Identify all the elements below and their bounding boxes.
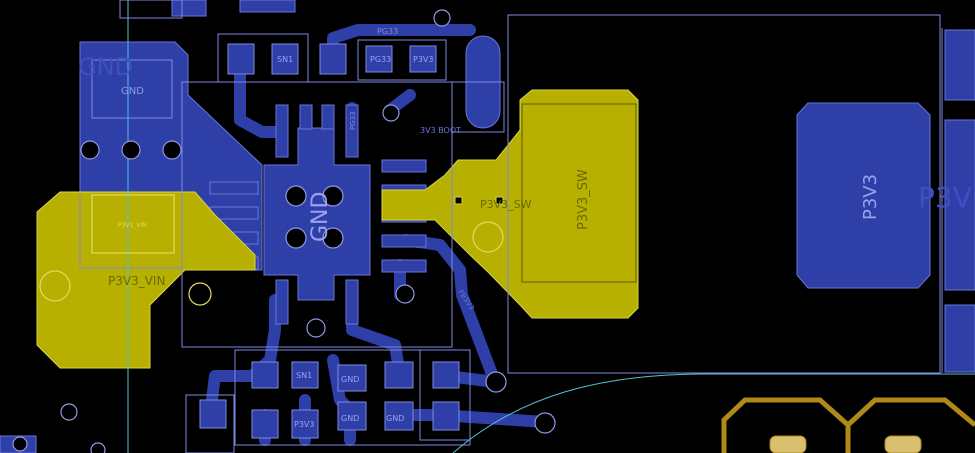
gnd-bottom-3-label: GND — [386, 414, 404, 423]
p3v3-sw-small-label: P3V3_SW — [480, 198, 532, 211]
gnd-center-label: GND — [308, 192, 333, 242]
connector-pads — [199, 43, 460, 439]
pg33-pin-label: PG33 — [370, 55, 391, 64]
gold-pads — [769, 435, 922, 453]
sw-inductor-outline — [91, 103, 637, 283]
pg33-header-label: PG33 — [377, 27, 398, 36]
silkscreen-bottom-right — [721, 397, 975, 453]
p3v3-sw-pour — [381, 89, 639, 319]
gnd-bottom-2-label: GND — [341, 414, 359, 423]
gnd-pad-label: GND — [121, 86, 144, 97]
vias — [12, 9, 556, 453]
p3v3-vin-label: P3V3_VIN — [108, 274, 165, 288]
p3v3-edge-label: P3V — [918, 181, 972, 214]
boot-label: 3V3 BOOT — [420, 126, 461, 135]
right-edge-pad-2 — [944, 119, 975, 291]
p3v3-pad-label: P3V3 — [860, 174, 881, 220]
right-edge-pad-1 — [944, 29, 975, 101]
board-edge — [127, 0, 975, 453]
top-strip-2 — [239, 0, 296, 13]
ic-ground-pad — [263, 127, 371, 301]
p3v3-pad — [796, 102, 931, 289]
pg33-vertical-label: PG33 — [349, 111, 357, 130]
sw-via-markers — [454, 196, 504, 205]
sn1-top-label: SN1 — [277, 55, 293, 64]
p3v3-sw-label: P3V3_SW — [576, 169, 591, 230]
gnd-bottom-1-label: GND — [341, 375, 359, 384]
p3v3-pin-label: P3V3 — [413, 55, 433, 64]
p3v3-bottom-label: P3V3 — [294, 420, 314, 429]
p3v3-vin-small-label: P3V3_VIN — [118, 222, 147, 229]
outlines — [79, 0, 943, 453]
sn1-bottom-label: SN1 — [296, 371, 312, 380]
top-left-strip — [171, 0, 207, 17]
right-edge-pad-3 — [944, 304, 975, 373]
gnd-big-label: GND — [78, 53, 133, 81]
